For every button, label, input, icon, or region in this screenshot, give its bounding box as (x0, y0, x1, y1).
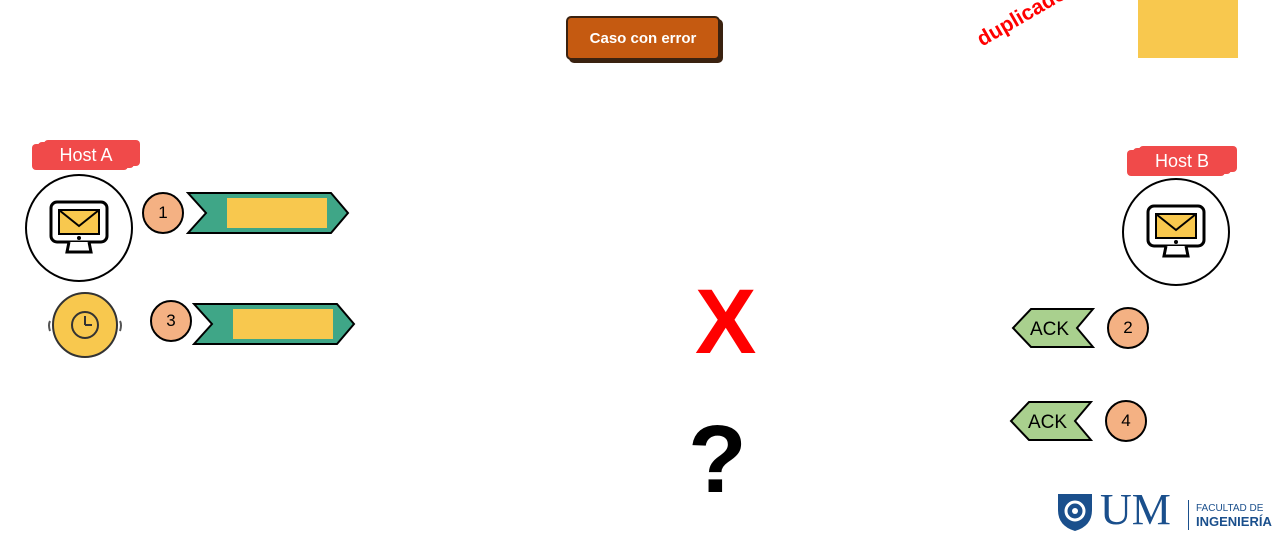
host-a-computer (25, 174, 133, 282)
timer (46, 291, 124, 364)
duplicate-label: duplicado (973, 0, 1071, 52)
um-shield-icon (1058, 494, 1092, 531)
duplicate-payload-1 (1138, 0, 1238, 30)
logo-faculty-line2: INGENIERÍA (1196, 514, 1272, 529)
logo-um: UM (1100, 485, 1171, 534)
duplicate-payload-2 (1138, 28, 1238, 58)
timer-clock-icon (48, 292, 122, 358)
ack-packet-2 (1011, 308, 1095, 348)
data-packet-3 (192, 303, 356, 345)
host-a-tag: Host A (38, 142, 134, 168)
title-button: Caso con error (566, 16, 720, 60)
step-3-circle: 3 (150, 300, 192, 342)
step-1-circle: 1 (142, 192, 184, 234)
ack-4-label: ACK (1028, 412, 1068, 433)
unknown-mark: ? (688, 406, 747, 513)
logo-divider (1188, 500, 1189, 530)
packet-3-payload (233, 309, 333, 339)
step-2-circle: 2 (1107, 307, 1149, 349)
ack-packet-4 (1009, 401, 1093, 441)
packet-1-payload (227, 198, 327, 228)
ack-2-label: ACK (1030, 319, 1070, 340)
data-packet-1 (186, 192, 350, 234)
host-b-computer (1122, 178, 1230, 286)
computer-mail-icon (49, 200, 109, 254)
logo-faculty-line1: FACULTAD DE (1196, 503, 1264, 514)
step-4-circle: 4 (1105, 400, 1147, 442)
host-b-tag: Host B (1133, 148, 1231, 174)
lost-packet-mark: X (695, 271, 757, 373)
computer-mail-icon (1146, 204, 1206, 258)
